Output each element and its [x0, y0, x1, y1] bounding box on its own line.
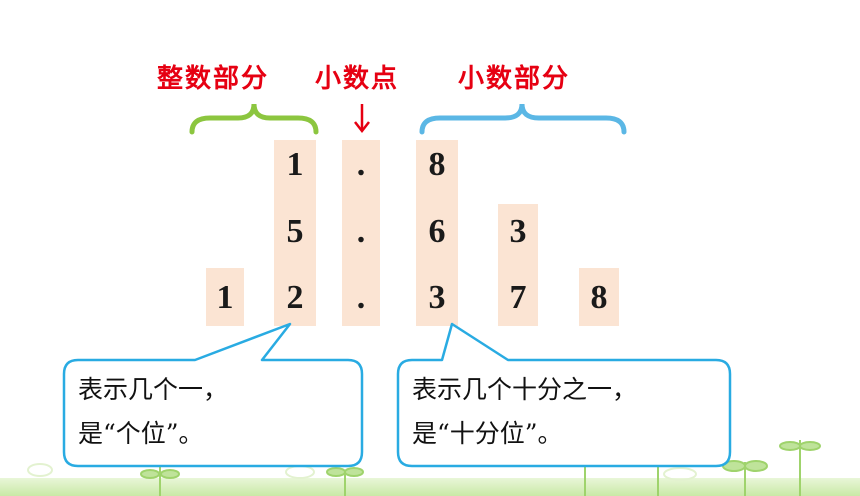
- tenths-speech-bubble: [396, 322, 732, 468]
- decimal-part-label: 小数部分: [458, 64, 571, 94]
- digit-row3-hundredths: 7: [509, 279, 527, 316]
- ones-speech-bubble: [62, 322, 364, 468]
- digit-row3-tens: 1: [216, 279, 234, 316]
- digit-row3-point: .: [356, 279, 366, 316]
- integer-part-label: 整数部分: [157, 64, 270, 94]
- digit-row1-ones: 1: [286, 146, 304, 183]
- sprout-icon: [326, 467, 364, 496]
- digit-row1-point: .: [356, 146, 366, 183]
- grass-strip: [0, 478, 860, 496]
- digit-row3-tenths: 3: [428, 279, 446, 316]
- decimal-part-bracket: [419, 103, 627, 135]
- digit-row1-tenths: 8: [428, 146, 446, 183]
- tens-column-bg: [206, 268, 244, 326]
- integer-part-bracket: [189, 103, 319, 135]
- digit-row3-thousandths: 8: [590, 279, 608, 316]
- digit-row2-hundredths: 3: [509, 213, 527, 250]
- tenths-bubble-line1: 表示几个十分之一，: [412, 375, 638, 404]
- ones-bubble-line1: 表示几个一，: [78, 375, 229, 404]
- point-column-bg: [342, 140, 380, 326]
- thousandths-column-bg: [579, 268, 619, 326]
- tenths-column-bg: [416, 140, 458, 326]
- down-arrow-icon: [354, 104, 370, 134]
- decimal-point-label: 小数点: [315, 64, 400, 94]
- hundredths-column-bg: [498, 204, 538, 326]
- ones-column-bg: [274, 140, 316, 326]
- tenths-bubble-line2: 是“十分位”。: [412, 419, 563, 448]
- sprout-icon: [779, 440, 821, 496]
- digit-row2-point: .: [356, 213, 366, 250]
- digit-row2-ones: 5: [286, 213, 304, 250]
- digit-row2-tenths: 6: [428, 213, 446, 250]
- digit-row3-ones: 2: [286, 279, 304, 316]
- ones-bubble-line2: 是“个位”。: [78, 419, 204, 448]
